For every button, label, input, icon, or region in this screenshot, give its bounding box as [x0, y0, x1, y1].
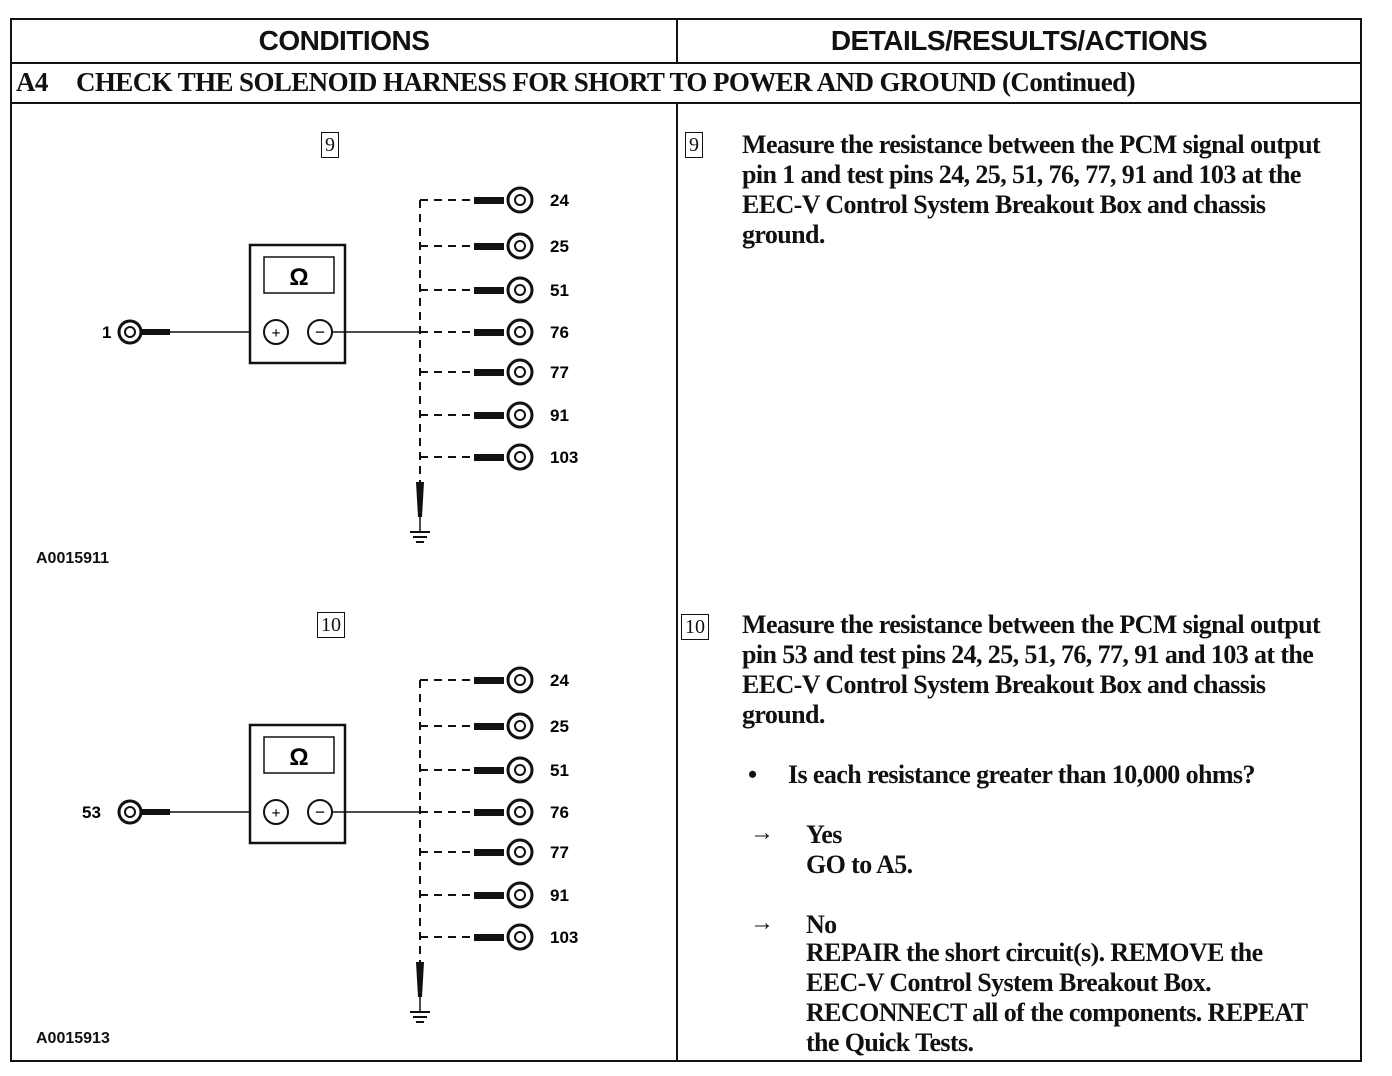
- procedure-table: CONDITIONS DETAILS/RESULTS/ACTIONS A4 CHE…: [10, 18, 1362, 1062]
- step-title-text: CHECK THE SOLENOID HARNESS FOR SHORT TO …: [76, 67, 1136, 97]
- step-number-box: 9: [685, 132, 703, 158]
- negative-terminal-icon: −: [315, 802, 325, 822]
- positive-terminal-icon: +: [271, 325, 280, 342]
- test-pin-label: 24: [550, 191, 569, 210]
- ohmmeter-diagram: 1 Ω + −: [102, 186, 578, 543]
- yes-action: GO to A5.: [806, 850, 913, 879]
- step-9-instruction: Measure the resistance between the PCM s…: [742, 130, 1321, 249]
- test-pin-row: 51: [420, 756, 569, 784]
- step-number-box: 9: [321, 132, 339, 158]
- test-pin-label: 51: [550, 281, 569, 300]
- test-pin-row: 24: [420, 186, 569, 214]
- step-10-instruction: Measure the resistance between the PCM s…: [742, 610, 1321, 729]
- no-label: No: [806, 910, 837, 939]
- test-pin-row: 51: [420, 276, 569, 304]
- test-pin-row: 91: [420, 401, 569, 429]
- ohmmeter: Ω + −: [248, 243, 347, 365]
- ohm-symbol: Ω: [289, 744, 308, 771]
- figure-id: A0015911: [36, 550, 109, 567]
- figure-id: A0015913: [36, 1030, 110, 1047]
- test-pin-label: 24: [550, 671, 569, 690]
- test-pin-label: 103: [550, 928, 578, 947]
- bullet-icon: •: [748, 760, 757, 789]
- test-pin-row: 103: [420, 443, 578, 471]
- source-pin-connector: [117, 799, 250, 825]
- step-title: A4 CHECK THE SOLENOID HARNESS FOR SHORT T…: [12, 62, 1360, 104]
- test-pin-label: 76: [550, 803, 569, 822]
- test-pin-row: 103: [420, 923, 578, 951]
- test-pin-label: 77: [550, 843, 569, 862]
- arrow-icon: →: [750, 910, 774, 936]
- test-pin-row: 77: [420, 838, 569, 866]
- ohmmeter: Ω + −: [248, 723, 347, 845]
- test-pin-label: 25: [550, 237, 569, 256]
- test-pin-row: 25: [420, 232, 569, 260]
- details-header: DETAILS/RESULTS/ACTIONS: [830, 25, 1208, 56]
- column-divider: [676, 102, 678, 1062]
- ohmmeter-diagram: 53 Ω + −: [82, 666, 578, 1023]
- test-pin-label: 76: [550, 323, 569, 342]
- test-pin-row: 76: [420, 798, 569, 826]
- question-text: Is each resistance greater than 10,000 o…: [788, 760, 1255, 789]
- diagram-block-10: 10 53 Ω + −: [12, 582, 676, 1062]
- test-pin-label: 25: [550, 717, 569, 736]
- test-pin-label: 91: [550, 886, 569, 905]
- ground-icon: [410, 482, 430, 543]
- test-pin-row: 91: [420, 881, 569, 909]
- ground-icon: [410, 962, 430, 1023]
- conditions-header: CONDITIONS: [12, 20, 678, 62]
- step-code: A4: [16, 67, 48, 97]
- test-pin-row: 25: [420, 712, 569, 740]
- test-pin-label: 103: [550, 448, 578, 467]
- source-pin-label: 53: [82, 803, 101, 822]
- test-pin-row: 24: [420, 666, 569, 694]
- ohm-symbol: Ω: [289, 264, 308, 291]
- source-pin-connector: [117, 319, 250, 345]
- step-number-box: 10: [681, 614, 709, 640]
- table-header: CONDITIONS DETAILS/RESULTS/ACTIONS: [12, 20, 1360, 64]
- test-pin-label: 77: [550, 363, 569, 382]
- test-pin-row: 76: [420, 318, 569, 346]
- step-number-box: 10: [317, 612, 345, 638]
- yes-label: Yes: [806, 820, 842, 849]
- test-pin-label: 91: [550, 406, 569, 425]
- positive-terminal-icon: +: [271, 805, 280, 822]
- test-pin-label: 51: [550, 761, 569, 780]
- no-action: REPAIR the short circuit(s). REMOVE the …: [806, 938, 1308, 1057]
- negative-terminal-icon: −: [315, 322, 325, 342]
- diagram-block-9: 9 1 Ω + −: [12, 102, 676, 582]
- source-pin-label: 1: [102, 323, 111, 342]
- arrow-icon: →: [750, 820, 774, 846]
- test-pin-row: 77: [420, 358, 569, 386]
